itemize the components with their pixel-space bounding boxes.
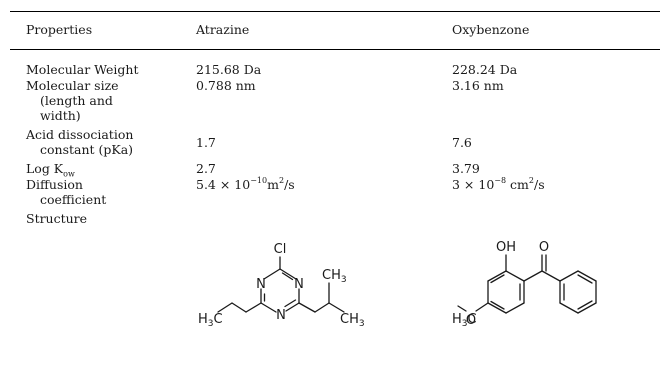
log-k-text: Log K [26, 161, 64, 176]
row-label-line: constant (pKa) [40, 142, 134, 157]
row-label-line: Diffusion [26, 177, 83, 192]
row-label-structure: Structure [26, 211, 88, 226]
oxybenzone-h3c-label: H3C [452, 312, 477, 329]
atrazine-cl-label: Cl [274, 242, 287, 257]
value-text: 3 × 10 [452, 177, 495, 192]
row-label-molecular-weight: Molecular Weight [26, 62, 139, 77]
value-unit: m [267, 177, 279, 192]
oxybenzone-structure: OH O H3C O [452, 240, 597, 329]
row-label-line: width) [40, 108, 81, 123]
log-k-subscript: ow [63, 169, 75, 179]
oxybenzone-molecular-size: 3.16 nm [452, 78, 504, 93]
value-exponent: −8 [494, 175, 507, 185]
atrazine-log-kow: 2.7 [196, 161, 216, 176]
oxybenzone-carbonyl-o-label: O [539, 240, 549, 255]
atrazine-h3c-label: H3C [198, 312, 223, 329]
header-oxybenzone: Oxybenzone [452, 22, 530, 37]
row-label-line: Acid dissociation [26, 127, 134, 142]
row-label-molecular-size: Molecular size (length and width) [26, 78, 119, 123]
row-label-line: Molecular size [26, 78, 119, 93]
oxybenzone-log-kow: 3.79 [452, 161, 480, 176]
oxybenzone-ether-o-label: O [466, 313, 476, 328]
row-label-pka: Acid dissociation constant (pKa) [26, 127, 133, 157]
oxybenzone-molecular-weight: 228.24 Da [452, 62, 518, 77]
table-top-rule [10, 11, 660, 13]
atrazine-structure: Cl N N N CH3 H3C CH3 [198, 242, 365, 329]
row-label-line: coefficient [40, 192, 107, 207]
atrazine-n-label: N [256, 277, 266, 292]
header-atrazine: Atrazine [196, 22, 250, 37]
oxybenzone-pka: 7.6 [452, 135, 472, 150]
atrazine-diffusion: 5.4 × 10−10m2/s [196, 175, 295, 192]
value-unit-exponent: 2 [528, 175, 534, 185]
oxybenzone-oh-label: OH [496, 240, 516, 255]
value-unit: cm [506, 177, 529, 192]
value-unit-tail: /s [534, 177, 545, 192]
row-label-line: (length and [40, 93, 113, 108]
value-unit-tail: /s [284, 177, 295, 192]
atrazine-pka: 1.7 [196, 135, 216, 150]
atrazine-ch3-bottom-label: CH3 [340, 312, 365, 329]
oxybenzone-diffusion: 3 × 10−8 cm2/s [452, 175, 545, 192]
table-header-rule [10, 49, 660, 50]
value-unit-exponent: 2 [278, 175, 285, 185]
atrazine-ch3-top-label: CH3 [322, 268, 347, 285]
atrazine-molecular-weight: 215.68 Da [196, 62, 262, 77]
value-text: 5.4 × 10 [196, 177, 251, 192]
row-label-log-kow: Log Kow [26, 161, 75, 179]
atrazine-molecular-size: 0.788 nm [196, 78, 256, 93]
atrazine-n-label: N [276, 308, 286, 323]
header-properties: Properties [26, 22, 93, 37]
atrazine-n-label: N [294, 277, 304, 292]
value-exponent: −10 [250, 175, 268, 185]
row-label-diffusion: Diffusion coefficient [26, 177, 106, 207]
